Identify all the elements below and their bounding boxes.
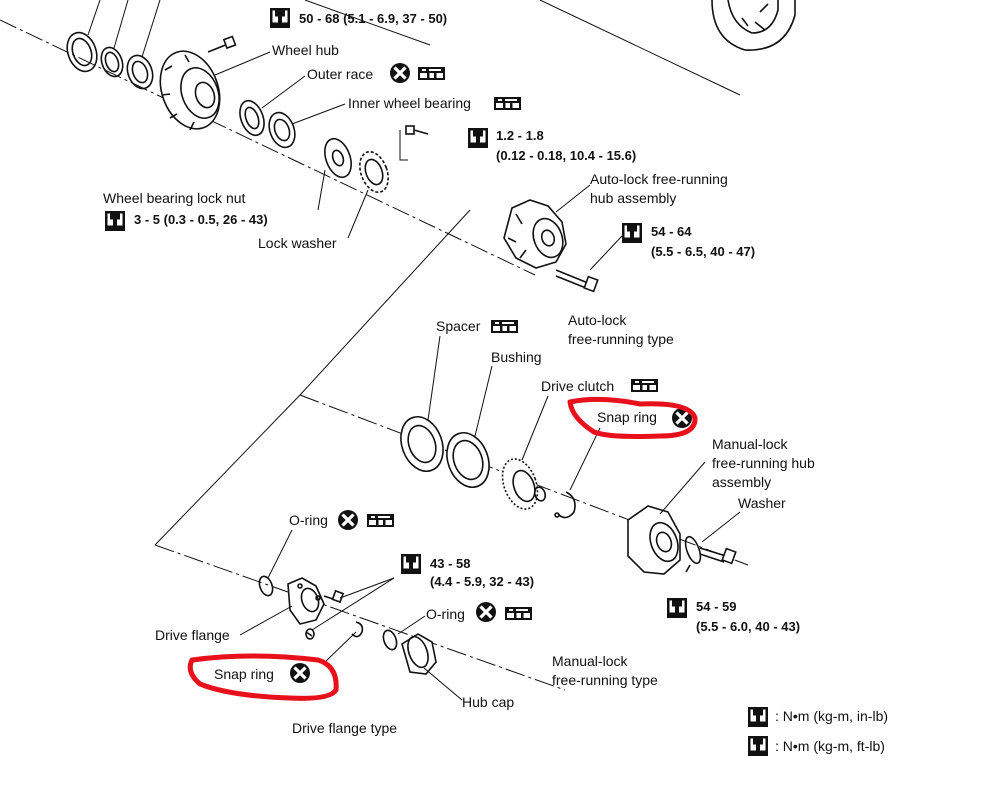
grease-icon: [367, 514, 394, 527]
inner-wheel-bearing-label: Inner wheel bearing: [348, 95, 471, 111]
manual-assembly-parts: [400, 416, 737, 575]
autolock-hub-label: Auto-lock free-running: [590, 171, 728, 187]
replace-part-icon: [388, 61, 412, 85]
grease-icon: [418, 67, 445, 80]
drive-clutch-label: Drive clutch: [541, 378, 614, 394]
drive-flange-parts: [258, 575, 437, 675]
grease-icon: [491, 320, 518, 333]
manual-type-label-2: free-running type: [552, 672, 658, 688]
torque-wrench-icon: [105, 211, 125, 231]
flange-torque-detail: (4.4 - 5.9, 32 - 43): [430, 574, 534, 589]
autolock-type-label-2: free-running type: [568, 331, 674, 347]
autolock-torque: 54 - 64: [651, 224, 692, 239]
grease-icon: [631, 379, 658, 392]
wheel-hub-label: Wheel hub: [272, 42, 339, 58]
legend: : N•m (kg-m, in-lb) : N•m (kg-m, ft-lb): [748, 707, 888, 756]
drive-flange-type-label: Drive flange type: [292, 720, 397, 736]
manual-torque-detail: (5.5 - 6.0, 40 - 43): [696, 619, 800, 634]
highlight-snap-ring-lower: [187, 653, 339, 701]
replace-part-icon: [474, 600, 498, 624]
drive-flange-label: Drive flange: [155, 627, 230, 643]
manual-torque: 54 - 59: [696, 599, 736, 614]
top-leader-lines: [87, 0, 623, 271]
highlight-snap-ring-upper: [567, 396, 698, 439]
manual-leader-lines: [427, 335, 741, 543]
torque-wrench-icon: [748, 736, 768, 756]
flange-torque: 43 - 58: [430, 556, 470, 571]
grease-icon: [505, 607, 532, 620]
lock-nut-torque: 3 - 5 (0.3 - 0.5, 26 - 43): [134, 212, 268, 227]
autolock-type-label: Auto-lock: [568, 312, 627, 328]
flange-leader-lines: [239, 529, 463, 701]
torque-wrench-icon: [667, 598, 687, 618]
o-ring-lower-label: O-ring: [426, 606, 465, 622]
bushing-label: Bushing: [491, 349, 542, 365]
o-ring-upper-label: O-ring: [289, 512, 328, 528]
torque-wrench-icon: [401, 554, 421, 574]
grease-icon: [494, 97, 521, 110]
top-assembly-parts: [66, 0, 796, 293]
hub-cap-label: Hub cap: [462, 694, 514, 710]
autolock-hub-label-2: hub assembly: [590, 190, 676, 206]
outer-race-label: Outer race: [307, 66, 373, 82]
manual-hub-label: Manual-lock: [712, 436, 788, 452]
manual-type-label: Manual-lock: [552, 653, 628, 669]
legend-line-1: : N•m (kg-m, in-lb): [775, 708, 888, 724]
washer-label: Washer: [738, 495, 786, 511]
torque-wrench-icon: [748, 707, 768, 727]
axis-lines: [0, 0, 749, 691]
replace-part-icon: [336, 508, 360, 532]
lock-nut-label: Wheel bearing lock nut: [103, 190, 246, 206]
manual-hub-label-2: free-running hub: [712, 455, 815, 471]
legend-line-2: : N•m (kg-m, ft-lb): [775, 738, 885, 754]
snap-ring-lower-label: Snap ring: [214, 666, 274, 682]
replace-part-icon: [288, 661, 312, 685]
part-labels: 50 - 68 (5.1 - 6.9, 37 - 50) Wheel hub O…: [103, 8, 815, 736]
torque-bolt-value: 1.2 - 1.8: [496, 128, 544, 143]
torque-bolt-value-detail: (0.12 - 0.18, 10.4 - 15.6): [496, 148, 636, 163]
snap-ring-upper-label: Snap ring: [597, 409, 657, 425]
torque-wrench-icon: [468, 128, 488, 148]
lock-washer-label: Lock washer: [258, 235, 337, 251]
torque-wrench-icon: [622, 223, 642, 243]
torque-wrench-icon: [270, 8, 290, 28]
torque-value-top: 50 - 68 (5.1 - 6.9, 37 - 50): [299, 11, 447, 26]
highlight-marks: [187, 396, 698, 701]
manual-hub-label-3: assembly: [712, 474, 771, 490]
spacer-label: Spacer: [436, 318, 481, 334]
autolock-torque-detail: (5.5 - 6.5, 40 - 47): [651, 244, 755, 259]
